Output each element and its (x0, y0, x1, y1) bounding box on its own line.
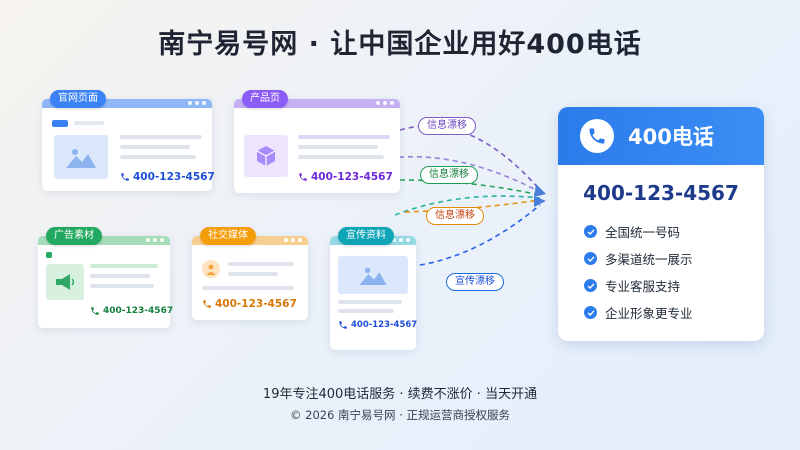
check-icon (584, 225, 597, 238)
phone-icon (580, 119, 614, 153)
panel-phone-number: 400-123-4567 (583, 181, 739, 205)
panel-header: 400电话 (558, 107, 764, 165)
card-social-media: 社交媒体 400-123-4567 (192, 227, 308, 320)
flow-pill-3: 信息漂移 (426, 207, 484, 225)
box-icon (244, 135, 288, 177)
phone-400-panel: 400电话 400-123-4567 全国统一号码 多渠道统一展示 专业客服支持… (558, 107, 764, 341)
footer-copyright: © 2026 南宁易号网 · 正规运营商授权服务 (289, 408, 511, 422)
footer-tagline: 19年专注400电话服务 · 续费不涨价 · 当天开通 (262, 387, 538, 402)
ads-phone: 400-123-4567 (90, 306, 173, 316)
tag-promo-material: 宣传资料 (338, 227, 394, 245)
panel-title: 400电话 (628, 125, 714, 149)
flow-line-blue (419, 204, 541, 266)
megaphone-icon (46, 264, 84, 300)
feature-item: 企业形象更专业 (584, 303, 693, 322)
user-avatar-icon (202, 260, 220, 278)
image-icon (338, 256, 408, 294)
flow-line-purple-2 (389, 155, 541, 193)
official-phone: 400-123-4567 (120, 171, 215, 183)
phone-icon (203, 300, 211, 308)
tag-official-site: 官网页面 (50, 90, 106, 108)
flow-line-purple (399, 125, 541, 191)
phone-icon (121, 173, 129, 181)
flow-pill-1: 信息漂移 (418, 117, 476, 135)
card-ad-material: 广告素材 400-123-4567 (38, 227, 173, 328)
card-product-page: 产品页 400-123-4567 (234, 90, 400, 193)
product-phone: 400-123-4567 (298, 171, 393, 183)
page-title: 南宁易号网 · 让中国企业用好400电话 (158, 29, 642, 60)
card-promo-material: 宣传资料 400-123-4567 (330, 227, 417, 350)
tag-social-media: 社交媒体 (200, 227, 256, 245)
check-icon (584, 279, 597, 292)
phone-icon (299, 173, 307, 181)
feature-item: 多渠道统一展示 (584, 249, 693, 268)
tag-ad-material: 广告素材 (46, 227, 102, 245)
flow-pill-4: 宣传漂移 (446, 273, 504, 291)
social-phone: 400-123-4567 (202, 298, 297, 310)
flow-arrow (534, 196, 546, 207)
feature-item: 全国统一号码 (584, 222, 680, 241)
phone-icon (339, 321, 347, 329)
feature-item: 专业客服支持 (584, 276, 680, 295)
phone-icon (91, 307, 99, 315)
image-icon (54, 135, 108, 179)
check-icon (584, 252, 597, 265)
card-official-site: 官网页面 400-123-4567 (42, 90, 215, 191)
promo-phone: 400-123-4567 (338, 320, 417, 330)
flow-line-teal (394, 195, 541, 216)
flow-pill-2: 信息漂移 (420, 166, 478, 184)
check-icon (584, 306, 597, 319)
tag-product-page: 产品页 (242, 90, 288, 108)
flow-arrow (534, 184, 546, 197)
